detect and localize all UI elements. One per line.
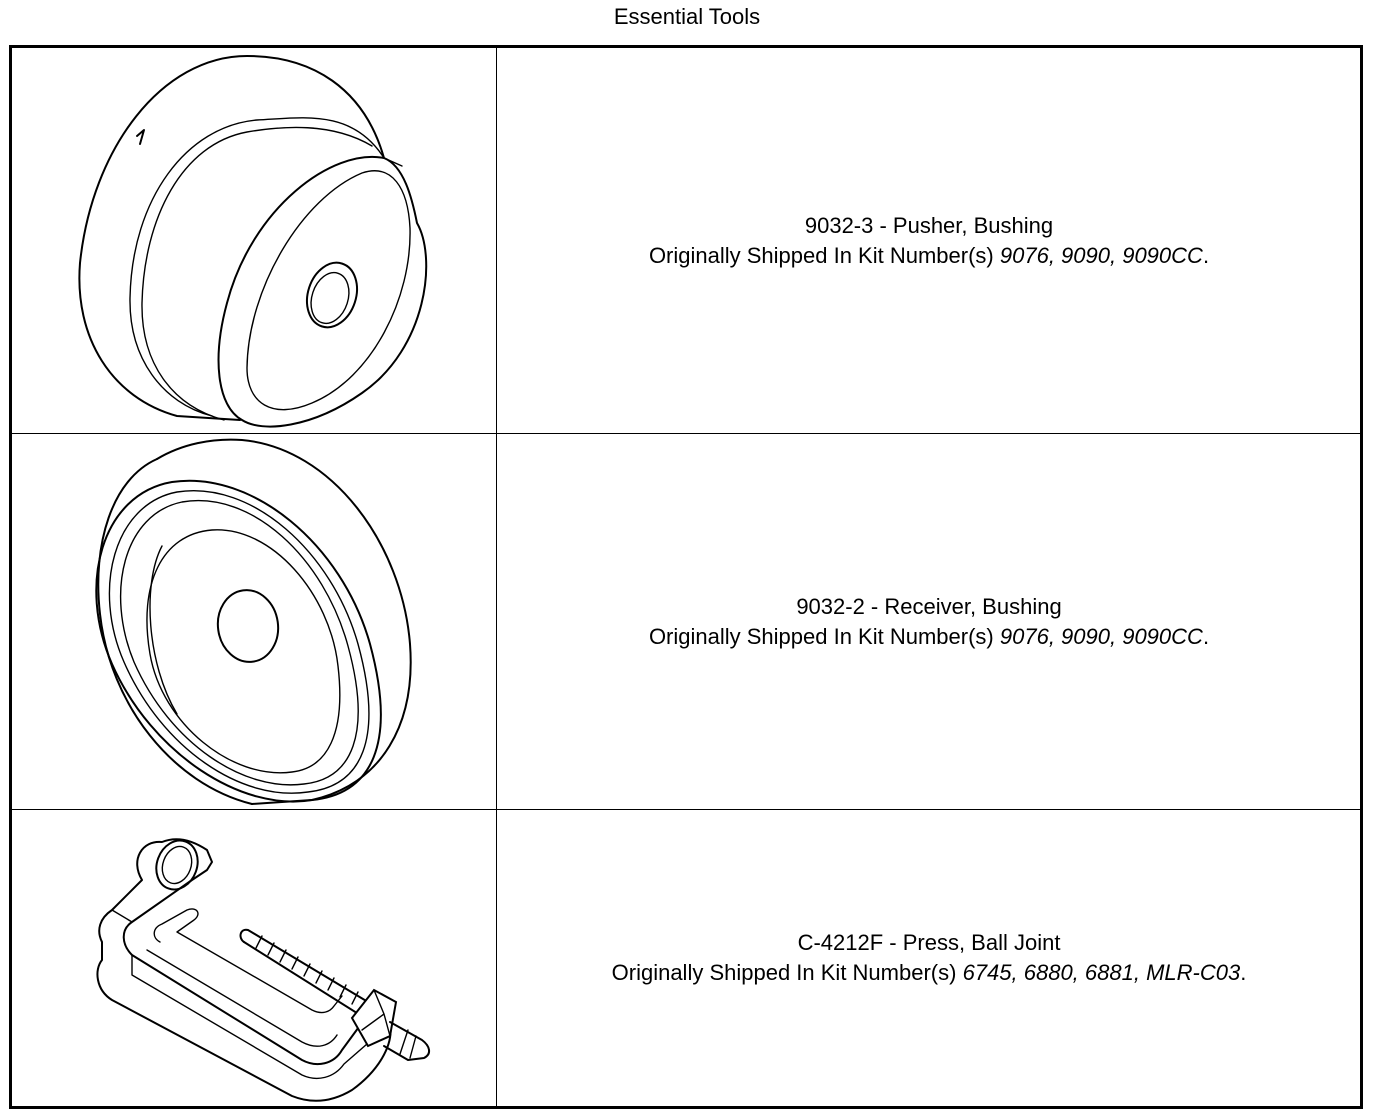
kit-numbers-line: Originally Shipped In Kit Number(s) 9076… [649,241,1209,271]
ball-joint-press-icon [96,838,430,1102]
kit-prefix: Originally Shipped In Kit Number(s) [611,960,957,985]
tool-description-cell: 9032-3 - Pusher, Bushing Originally Ship… [498,48,1360,433]
kit-suffix: . [1240,960,1247,985]
bushing-pusher-icon [78,55,428,428]
table-row: 9032-3 - Pusher, Bushing Originally Ship… [12,48,1360,434]
kit-prefix: Originally Shipped In Kit Number(s) [648,623,994,649]
tool-name: 9032-2 - Receiver, Bushing [796,593,1062,619]
tool-name: C-4212F - Press, Ball Joint [797,930,1061,955]
page-title: Essential Tools [613,4,761,29]
kit-numbers: 6745, 6880, 6881, MLR-C03 [962,960,1241,985]
kit-suffix: . [1202,623,1210,649]
kit-suffix: . [1202,242,1210,268]
kit-prefix: Originally Shipped In Kit Number(s) [648,242,994,268]
tool-description-cell: C-4212F - Press, Ball Joint Originally S… [498,810,1360,1106]
tools-table: 9032-3 - Pusher, Bushing Originally Ship… [9,45,1363,1109]
tool-image-cell [12,810,497,1106]
kit-numbers-line: Originally Shipped In Kit Number(s) 6745… [612,958,1247,988]
tool-image-cell [12,434,497,809]
table-row: 9032-2 - Receiver, Bushing Originally Sh… [12,434,1360,810]
kit-numbers: 9076, 9090, 9090CC [999,242,1203,268]
tool-name: 9032-3 - Pusher, Bushing [804,212,1054,238]
kit-numbers: 9076, 9090, 9090CC [999,623,1203,649]
bushing-receiver-icon [95,438,412,805]
tool-image-cell [12,48,497,433]
tool-description-cell: 9032-2 - Receiver, Bushing Originally Sh… [498,434,1360,809]
kit-numbers-line: Originally Shipped In Kit Number(s) 9076… [649,622,1209,652]
table-row: C-4212F - Press, Ball Joint Originally S… [12,810,1360,1106]
